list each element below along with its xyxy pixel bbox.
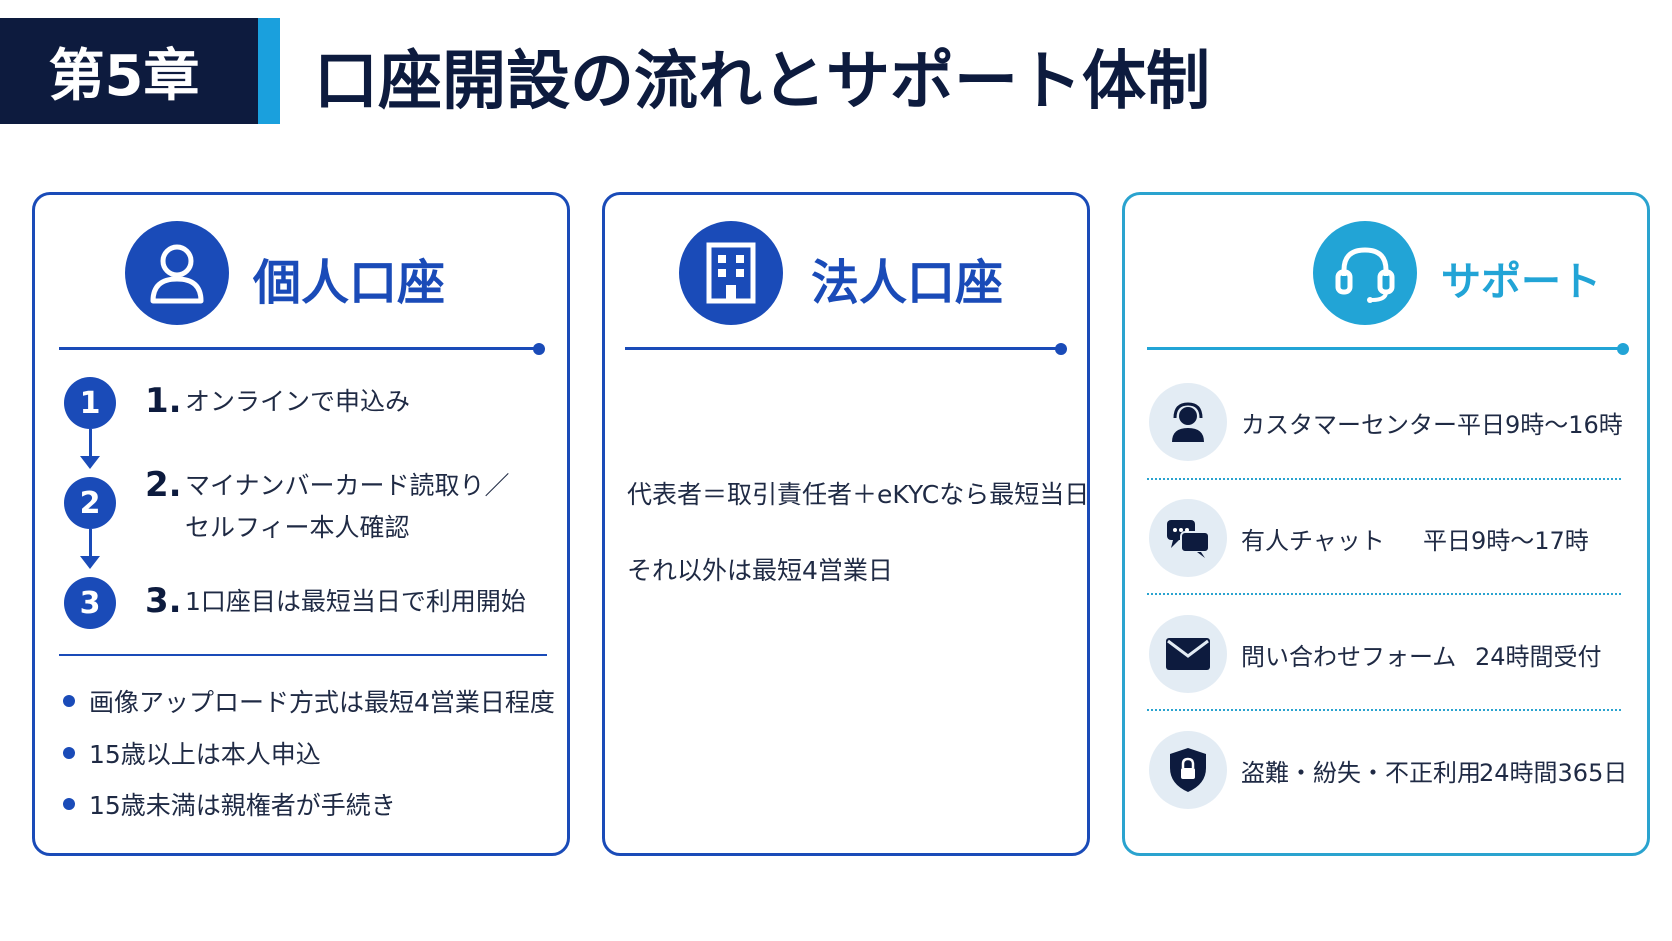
envelope-icon — [1149, 615, 1227, 693]
bullet-item-3: 15歳未満は親権者が手続き — [89, 791, 396, 820]
corporate-card-header: 法人口座 — [605, 221, 1087, 331]
step-badge-2: 2 — [64, 477, 116, 529]
chapter-accent-bar — [258, 18, 280, 124]
support-item-1-hours: 平日9時〜16時 — [1457, 411, 1623, 439]
support-item-4-hours: 24時間365日 — [1479, 759, 1628, 787]
bullet-dot — [63, 695, 75, 707]
bullet-dot — [63, 798, 75, 810]
corporate-card-title: 法人口座 — [811, 255, 1004, 311]
corporate-account-card: 法人口座 代表者＝取引責任者＋eKYCなら最短当日 それ以外は最短4営業日 — [602, 192, 1090, 856]
bullet-item-1: 画像アップロード方式は最短4営業日程度 — [89, 688, 555, 717]
chapter-label: 第5章 — [48, 43, 200, 109]
support-item-4-label: 盗難・紛失・不正利用 — [1241, 759, 1481, 787]
personal-divider — [59, 654, 547, 656]
support-agent-icon — [1149, 383, 1227, 461]
step-text-2a: マイナンバーカード読取り／ — [185, 471, 510, 500]
step-number-3: 3. — [145, 581, 182, 621]
step-arrow — [80, 529, 100, 569]
support-separator — [1147, 709, 1621, 711]
support-card-title: サポート — [1441, 259, 1601, 305]
step-number-2: 2. — [145, 465, 182, 505]
step-badge-3: 3 — [64, 577, 116, 629]
personal-account-card: 個人口座 1 1. オンラインで申込み 2 2. マイナンバーカード読取り／ セ… — [32, 192, 570, 856]
support-separator — [1147, 593, 1621, 595]
personal-card-title: 個人口座 — [253, 255, 446, 311]
step-number-1: 1. — [145, 381, 182, 421]
corporate-line-2: それ以外は最短4営業日 — [627, 556, 893, 585]
support-item-3-hours: 24時間受付 — [1475, 643, 1602, 671]
step-text-1: オンラインで申込み — [185, 387, 411, 416]
step-arrow — [80, 429, 100, 469]
shield-lock-icon — [1149, 731, 1227, 809]
bullet-item-2: 15歳以上は本人申込 — [89, 740, 321, 769]
building-icon — [679, 221, 783, 325]
support-item-3-label: 問い合わせフォーム — [1241, 643, 1457, 671]
support-card-rule — [1147, 342, 1629, 355]
step-text-3: 1口座目は最短当日で利用開始 — [185, 587, 526, 616]
corporate-line-1: 代表者＝取引責任者＋eKYCなら最短当日 — [627, 480, 1090, 509]
support-card-header: サポート — [1125, 221, 1647, 331]
support-card: サポート カスタマーセンター 平日9時〜16時 有人チャット 平日9時〜17時 … — [1122, 192, 1650, 856]
support-item-2-hours: 平日9時〜17時 — [1423, 527, 1589, 555]
chapter-badge: 第5章 — [0, 18, 258, 124]
support-item-1-label: カスタマーセンター — [1241, 411, 1457, 439]
personal-card-header: 個人口座 — [35, 221, 567, 331]
support-item-2-label: 有人チャット — [1241, 527, 1385, 555]
support-separator — [1147, 478, 1621, 480]
chat-bubbles-icon — [1149, 499, 1227, 577]
personal-card-rule — [59, 342, 545, 355]
headset-icon — [1313, 221, 1417, 325]
person-icon — [125, 221, 229, 325]
step-badge-1: 1 — [64, 377, 116, 429]
page-title: 口座開設の流れとサポート体制 — [314, 45, 1210, 119]
bullet-dot — [63, 747, 75, 759]
corporate-card-rule — [625, 342, 1067, 355]
step-text-2b: セルフィー本人確認 — [185, 513, 410, 542]
